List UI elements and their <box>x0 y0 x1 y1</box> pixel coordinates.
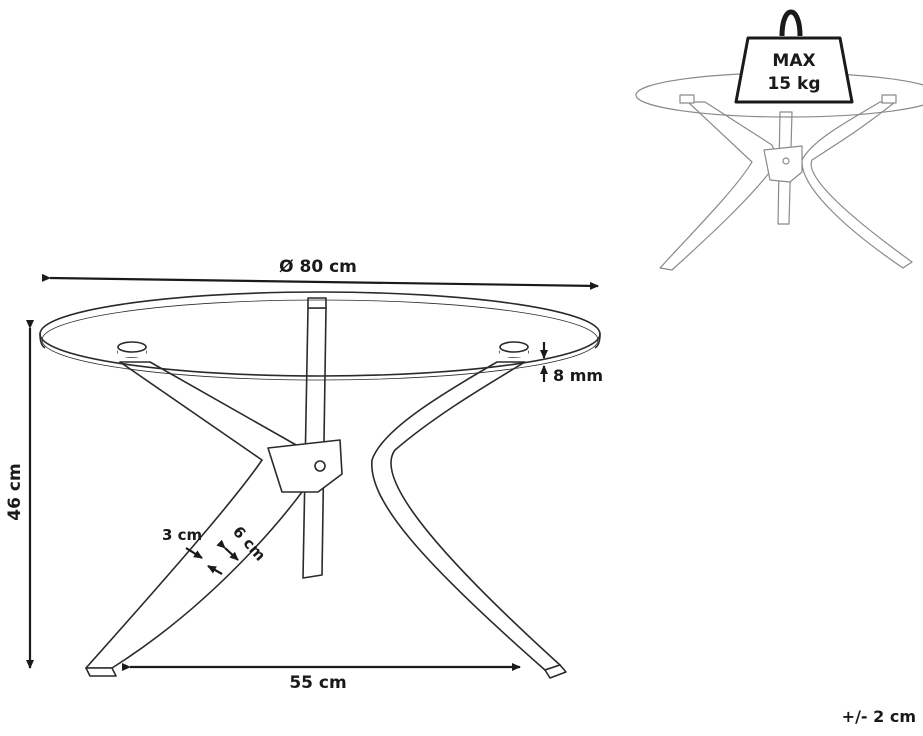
max-weight-icon: MAX 15 kg <box>734 9 854 104</box>
max-weight-line1: MAX <box>772 51 815 71</box>
back-pad <box>307 297 327 309</box>
leg-width-front-label: 3 cm <box>162 526 202 544</box>
glass-thickness-label: 8 mm <box>553 366 603 385</box>
hub-bolt <box>314 460 326 472</box>
right-leg <box>371 361 561 671</box>
max-weight-line2: 15 kg <box>767 74 820 94</box>
tolerance-label: +/- 2 cm <box>842 707 916 726</box>
glass-top <box>39 291 601 381</box>
right-foot <box>544 664 567 679</box>
center-hub <box>267 439 343 493</box>
perspective-table-drawing <box>659 94 913 271</box>
base-span-label: 55 cm <box>289 673 346 693</box>
diameter-label: Ø 80 cm <box>279 257 357 277</box>
diameter-line <box>41 273 599 290</box>
left-leg <box>85 361 319 669</box>
height-label: 46 cm <box>5 463 25 520</box>
left-foot <box>85 667 117 677</box>
dimension-lines <box>26 273 599 671</box>
main-table-drawing <box>85 297 567 679</box>
